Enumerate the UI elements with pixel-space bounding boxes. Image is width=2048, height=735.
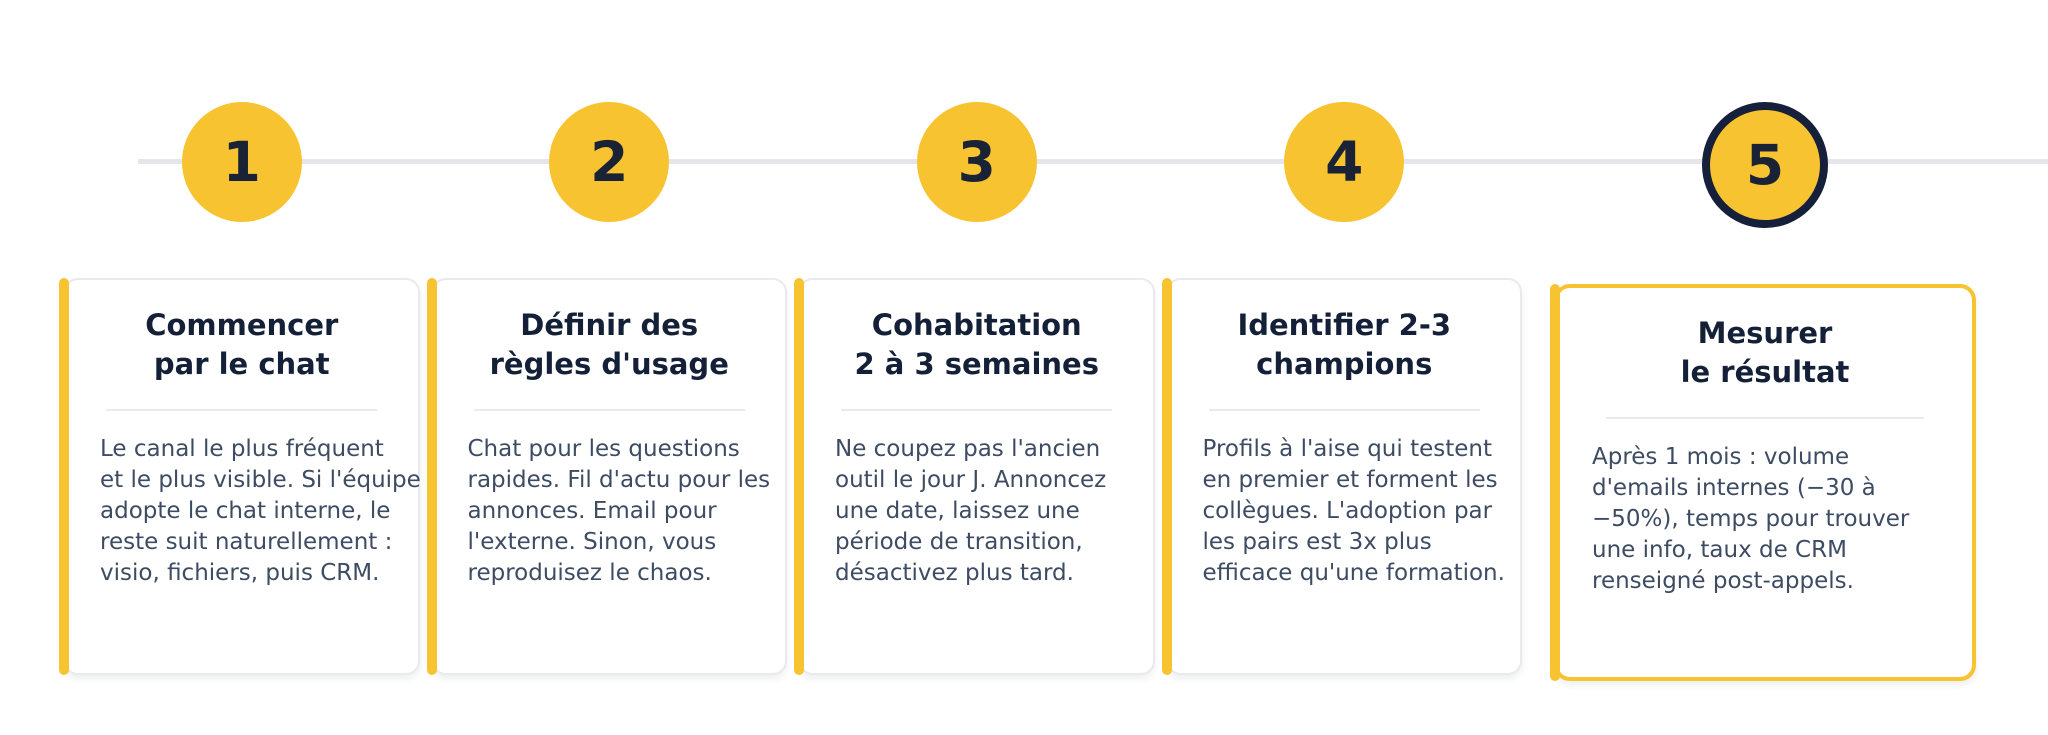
step-3: 3 Cohabitation 2 à 3 semaines Ne coupez … bbox=[794, 102, 1155, 681]
step-3-circle: 3 bbox=[916, 102, 1037, 222]
step-4-divider bbox=[1208, 409, 1480, 411]
step-5-card: Mesurer le résultat Après 1 mois : volum… bbox=[1550, 284, 1976, 681]
timeline: 1 Commencer par le chat Le canal le plus… bbox=[59, 102, 1976, 681]
step-5-circle: 5 bbox=[1702, 102, 1828, 228]
step-5-title: Mesurer le résultat bbox=[1680, 316, 1850, 389]
step-2-body: Chat pour les questions rapides. Fil d'a… bbox=[467, 436, 771, 586]
step-5: 5 Mesurer le résultat Après 1 mois : vol… bbox=[1550, 102, 1976, 681]
step-3-number: 3 bbox=[957, 129, 996, 194]
step-3-body: Ne coupez pas l'ancien outil le jour J. … bbox=[835, 436, 1107, 586]
step-5-body: Après 1 mois : volume d'emails internes … bbox=[1592, 444, 1910, 594]
step-4: 4 Identifier 2-3 champions Profils à l'a… bbox=[1161, 102, 1522, 681]
step-3-title: Cohabitation 2 à 3 semaines bbox=[854, 308, 1099, 381]
step-1: 1 Commencer par le chat Le canal le plus… bbox=[59, 102, 421, 681]
step-2-card: Définir des règles d'usage Chat pour les… bbox=[426, 278, 787, 675]
step-4-circle: 4 bbox=[1284, 102, 1405, 222]
step-1-number: 1 bbox=[222, 129, 261, 194]
step-2-title: Définir des règles d'usage bbox=[489, 308, 729, 381]
step-2-circle: 2 bbox=[549, 102, 670, 222]
step-1-title: Commencer par le chat bbox=[145, 308, 339, 381]
step-4-number: 4 bbox=[1325, 129, 1364, 194]
step-2-divider bbox=[473, 409, 745, 411]
step-1-body: Le canal le plus fréquent et le plus vis… bbox=[100, 436, 421, 586]
step-1-card: Commencer par le chat Le canal le plus f… bbox=[59, 278, 421, 675]
step-4-body: Profils à l'aise qui testent en premier … bbox=[1202, 436, 1505, 586]
step-4-title: Identifier 2-3 champions bbox=[1237, 308, 1452, 381]
step-1-circle: 1 bbox=[181, 102, 302, 222]
step-2: 2 Définir des règles d'usage Chat pour l… bbox=[426, 102, 787, 681]
step-3-divider bbox=[841, 409, 1113, 411]
step-2-number: 2 bbox=[590, 129, 629, 194]
step-5-number: 5 bbox=[1745, 132, 1785, 197]
timeline-connector-line bbox=[138, 159, 2048, 164]
step-3-card: Cohabitation 2 à 3 semaines Ne coupez pa… bbox=[794, 278, 1155, 675]
step-1-divider bbox=[106, 409, 378, 411]
step-4-card: Identifier 2-3 champions Profils à l'ais… bbox=[1161, 278, 1522, 675]
step-5-divider bbox=[1605, 417, 1925, 419]
